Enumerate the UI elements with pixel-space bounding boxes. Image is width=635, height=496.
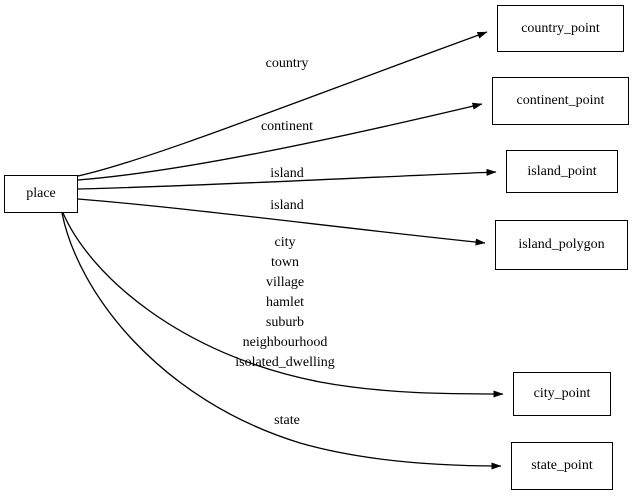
edge-label-line: state: [274, 413, 300, 428]
edge-label-place-to-continent_point: continent: [261, 117, 313, 137]
edge-label-place-to-state_point: state: [274, 411, 300, 431]
edge-label-place-to-island_polygon: island: [270, 196, 303, 216]
edge-label-place-to-island_point: island: [270, 164, 303, 184]
node-label: city_point: [533, 386, 591, 401]
edge-label-line: continent: [260, 119, 314, 134]
node-island_point[interactable]: island_point: [506, 150, 618, 193]
edge-label-place-to-country_point: country: [266, 54, 309, 74]
node-country_point[interactable]: country_point: [497, 5, 624, 52]
node-label: island_point: [527, 163, 597, 179]
edge-label-line: country: [265, 56, 309, 71]
edge-label-line: isolated_dwelling: [235, 355, 335, 370]
node-label: state_point: [531, 458, 593, 473]
edge-place-to-island_point: [77, 168, 497, 190]
node-island_polygon[interactable]: island_polygon: [495, 220, 628, 270]
edge-place-to-state_point: [61, 212, 502, 470]
edges-group: [61, 31, 504, 470]
edge-label-line: town: [270, 255, 299, 270]
node-label: place: [26, 186, 56, 201]
edge-place-to-city_point: [62, 212, 504, 398]
node-city_point[interactable]: city_point: [513, 372, 611, 416]
edge-place-to-country_point: [77, 31, 488, 177]
edge-label-line: hamlet: [265, 295, 305, 310]
edge-label-line: suburb: [265, 315, 305, 330]
edge-place-to-island_polygon: [77, 198, 486, 246]
node-place[interactable]: place: [4, 175, 78, 213]
edge-label-line: island: [270, 166, 304, 181]
edge-label-line: neighbourhood: [242, 335, 328, 350]
node-label: continent_point: [516, 93, 605, 108]
node-label: island_polygon: [518, 237, 605, 252]
edge-label-line: village: [265, 275, 305, 290]
edge-label-place-to-city_point: city town village hamlet suburb neighbourhood…: [235, 233, 335, 373]
edge-place-to-continent_point: [77, 102, 483, 181]
node-label: country_point: [521, 20, 600, 36]
edge-label-line: island: [270, 198, 304, 213]
edge-label-line: city: [274, 235, 296, 250]
node-state_point[interactable]: state_point: [511, 442, 613, 490]
node-continent_point[interactable]: continent_point: [492, 77, 629, 125]
